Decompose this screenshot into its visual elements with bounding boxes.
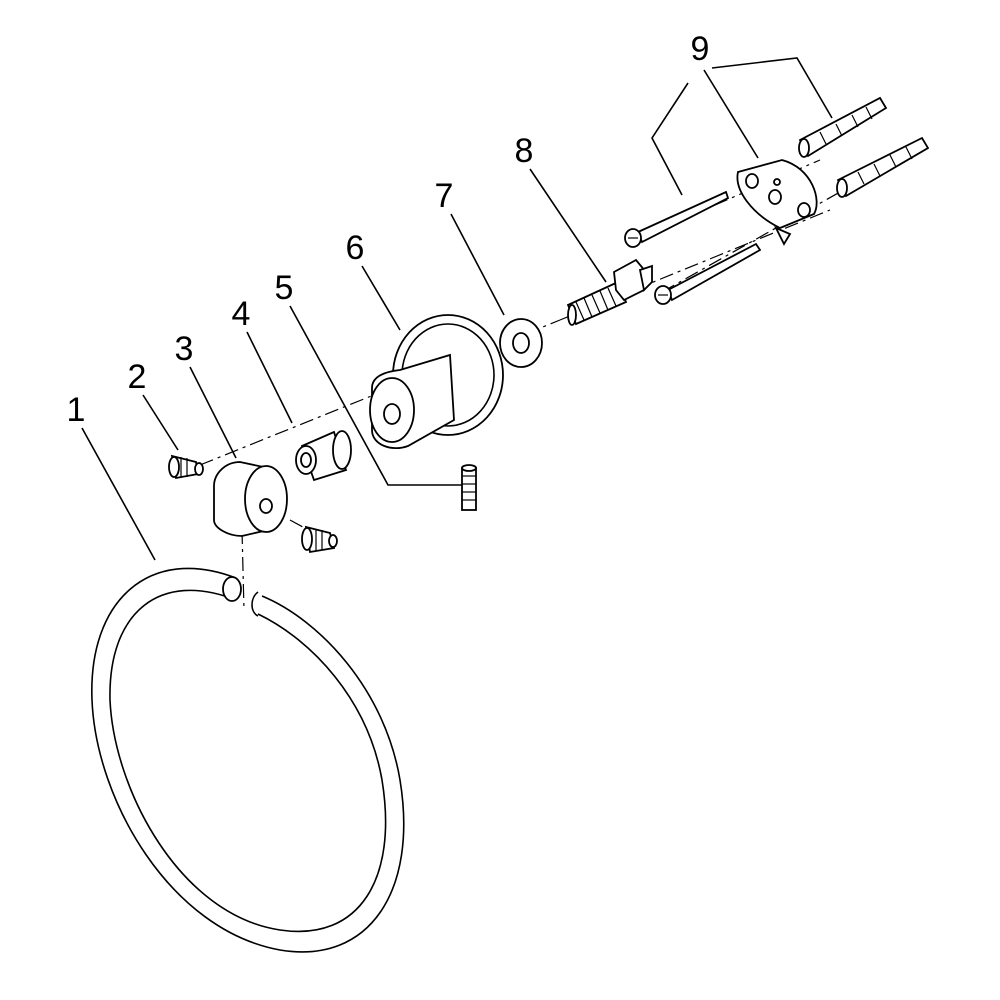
leader-6 xyxy=(361,265,401,331)
callout-9: 9 xyxy=(691,30,710,68)
towel-ring xyxy=(91,567,405,953)
leader-9-screws xyxy=(651,82,689,196)
mounting-plate xyxy=(736,159,818,246)
leader-5 xyxy=(289,305,462,486)
wood-screw-lower xyxy=(654,242,762,305)
wall-flange xyxy=(369,314,504,450)
set-screw-left xyxy=(168,454,204,480)
callout-8: 8 xyxy=(515,132,534,170)
callout-2: 2 xyxy=(128,358,147,396)
leader-1 xyxy=(81,427,156,561)
grub-screw xyxy=(461,464,477,511)
wall-anchor-lower xyxy=(836,136,930,198)
callout-5: 5 xyxy=(275,269,294,307)
threaded-stud xyxy=(566,258,653,326)
leader-3 xyxy=(189,366,237,459)
callout-4: 4 xyxy=(232,295,251,333)
sleeve xyxy=(295,430,352,482)
ring-holder xyxy=(213,461,288,537)
callout-1: 1 xyxy=(67,391,86,429)
leader-8 xyxy=(529,168,607,283)
set-screw-right xyxy=(301,525,338,554)
assembly-axes xyxy=(199,159,841,611)
leader-2 xyxy=(142,394,179,451)
leader-4 xyxy=(246,331,293,424)
callout-6: 6 xyxy=(346,229,365,267)
leader-lines xyxy=(81,57,833,561)
leader-9-plate xyxy=(703,69,759,159)
callout-7: 7 xyxy=(435,177,454,215)
washer xyxy=(499,318,543,368)
leader-7 xyxy=(450,213,505,316)
wood-screw-upper xyxy=(624,190,730,248)
wall-anchor-upper xyxy=(798,96,888,158)
leader-9-anchors xyxy=(711,57,833,119)
callout-3: 3 xyxy=(175,330,194,368)
